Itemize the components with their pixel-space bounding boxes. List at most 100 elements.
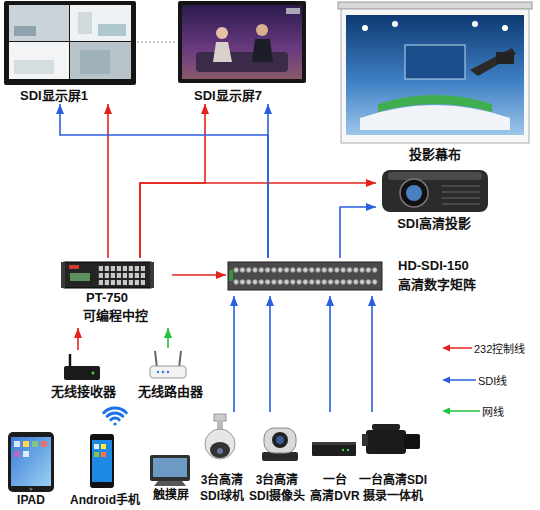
rack-ear: [150, 262, 154, 288]
matrix-chassis: [228, 262, 382, 290]
rack-ear: [61, 262, 65, 288]
view-detail: [80, 50, 110, 74]
legend-text: 网线: [482, 404, 540, 420]
wifi-arc: [111, 418, 119, 420]
screen-surface: [341, 9, 529, 143]
device-node: 3台高清 SDI摄像头: [248, 412, 310, 508]
device-node: 无线接收器: [48, 350, 118, 402]
ptz-camera: [262, 428, 298, 461]
monitor-bezel: [4, 1, 136, 85]
panel-stand: [154, 481, 186, 486]
wireless-router: [150, 351, 186, 378]
device-label: IPAD: [4, 492, 58, 508]
crane-camera: [496, 52, 514, 64]
device-node: Android手机: [64, 430, 146, 508]
camera-view: [9, 5, 69, 41]
device-label: 可编程中控: [70, 308, 160, 324]
touch-panel: [150, 455, 190, 486]
dome-housing: [205, 429, 235, 459]
legend-line: [448, 347, 472, 349]
app-icon: [32, 441, 38, 447]
desk-trim: [378, 95, 492, 112]
ipad: [8, 432, 54, 492]
device-node: 一台 高清DVR: [312, 412, 356, 508]
view-detail: [78, 12, 92, 34]
view-detail: [98, 24, 126, 36]
monitor-screen: [182, 5, 302, 79]
view-detail: [14, 26, 36, 36]
wireless-receiver: [64, 354, 100, 380]
device-label: Android手机: [64, 492, 146, 508]
studio-light: [472, 21, 478, 27]
monitor-7: [178, 1, 306, 83]
camera-view: [9, 42, 69, 79]
android-phone: [90, 434, 114, 488]
led: [157, 371, 159, 373]
monitor-1: [4, 1, 136, 85]
signal-line: [371, 296, 373, 412]
device-node: SDI显示屏7: [176, 0, 308, 104]
wifi-arc: [104, 408, 127, 413]
app-icon: [23, 441, 29, 447]
screen-housing: [338, 2, 532, 9]
rack-unit: [64, 262, 151, 288]
sofa: [196, 52, 288, 72]
person-head: [256, 24, 268, 36]
projector-top: [388, 172, 482, 180]
vent: [442, 191, 480, 193]
app-icon: [94, 452, 99, 457]
camera-view: [70, 42, 131, 79]
signal-line: [140, 183, 376, 258]
legend-arrowhead: [442, 408, 450, 415]
studio-light: [502, 25, 508, 31]
signal-line: [340, 207, 376, 258]
home-button: [29, 487, 32, 490]
app-icon: [101, 452, 106, 457]
studio-wall-screen: [405, 45, 465, 79]
matrix-device: [228, 262, 382, 290]
dome-glass: [210, 442, 230, 458]
receiver-box: [64, 366, 100, 380]
device-label: 3台高清 SDI摄像头: [246, 472, 308, 504]
status-display: [70, 273, 90, 281]
viewfinder: [362, 434, 368, 446]
person-head: [216, 27, 228, 39]
device-node: 投影幕布: [338, 0, 532, 164]
device-label: 3台高清 SDI球机: [194, 472, 250, 504]
app-icon: [94, 444, 99, 449]
signal-line: [140, 104, 205, 258]
phone-body: [90, 434, 114, 488]
device-label: 一台 高清DVR: [306, 472, 364, 504]
signal-line: [172, 274, 226, 276]
panel-screen: [153, 458, 187, 477]
led: [347, 449, 349, 451]
projected-image: [346, 15, 524, 135]
router-body: [150, 366, 186, 378]
signal-line: [60, 104, 268, 258]
camera-lens: [272, 432, 288, 448]
legend-arrowhead: [442, 345, 450, 352]
signal-line: [269, 296, 271, 412]
antenna: [179, 351, 181, 368]
channel-logo: [286, 8, 300, 14]
person-body: [252, 39, 273, 62]
device-node: HD-SDI-150高清数字矩阵: [226, 258, 508, 296]
dvr-body: [312, 442, 356, 456]
mount: [214, 414, 226, 421]
projector-body: [382, 170, 488, 212]
app-icon: [101, 444, 106, 449]
dvr: [312, 442, 356, 456]
device-label: SDI高清投影: [376, 216, 492, 232]
tablet-body: [8, 432, 54, 492]
legend-text: 232控制线: [474, 341, 540, 357]
studio-light: [362, 25, 368, 31]
brand-mark: [69, 265, 79, 269]
device-label: 高清数字矩阵: [398, 277, 506, 293]
app-icon: [14, 441, 20, 447]
device-node: 无线路由器: [134, 348, 206, 402]
antenna: [155, 351, 157, 368]
person-body: [213, 42, 232, 62]
panel-frame: [150, 455, 190, 481]
